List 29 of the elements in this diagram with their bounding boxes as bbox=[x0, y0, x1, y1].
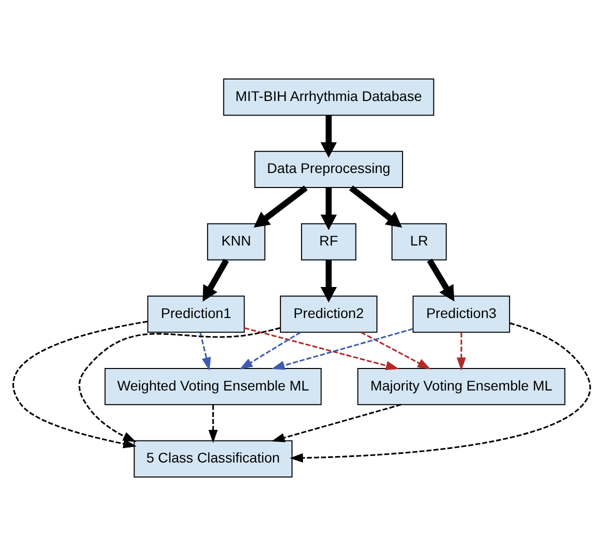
arrow bbox=[360, 331, 431, 369]
node-box: Majority Voting Ensemble ML bbox=[357, 367, 566, 405]
node-box: MIT-BIH Arrhythmia Database bbox=[223, 78, 434, 116]
arrow bbox=[271, 328, 414, 370]
arrow bbox=[12, 320, 148, 448]
node-box: Prediction2 bbox=[280, 295, 378, 332]
arrow bbox=[290, 322, 591, 462]
arrow bbox=[426, 258, 454, 302]
node-box: Weighted Voting Ensemble ML bbox=[104, 367, 322, 405]
arrow bbox=[199, 332, 211, 370]
arrow bbox=[78, 326, 280, 442]
node-box: RF bbox=[301, 222, 356, 260]
arrow bbox=[349, 184, 402, 228]
node-box: Prediction3 bbox=[412, 295, 510, 332]
arrow bbox=[208, 404, 218, 443]
arrow bbox=[271, 403, 402, 442]
arrow bbox=[202, 258, 229, 302]
node-box: LR bbox=[391, 222, 447, 260]
arrow bbox=[320, 260, 337, 302]
arrow bbox=[254, 184, 308, 228]
node-box: KNN bbox=[207, 222, 266, 260]
node-box: Prediction1 bbox=[147, 295, 245, 332]
node-box: Data Preprocessing bbox=[254, 150, 404, 188]
node-box: 5 Class Classification bbox=[134, 440, 292, 477]
arrow bbox=[320, 187, 337, 230]
arrow bbox=[456, 332, 466, 370]
arrow bbox=[244, 326, 400, 370]
arrow bbox=[320, 115, 337, 158]
arrow bbox=[239, 331, 301, 370]
